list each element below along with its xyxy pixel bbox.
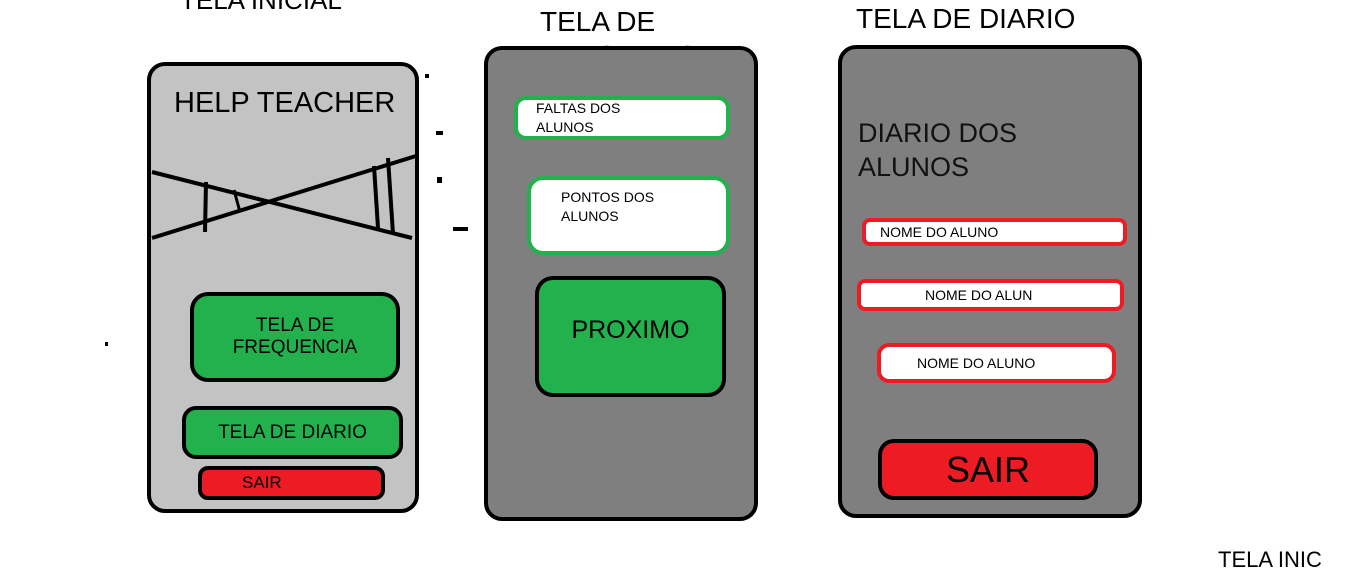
sair-button-diario-label: SAIR bbox=[945, 448, 1031, 490]
tela-diario-button-label: TELA DE DIARIO bbox=[218, 421, 367, 443]
stray-mark bbox=[425, 74, 429, 78]
label-tela-inicial-cut: TELA INIC bbox=[1218, 547, 1322, 572]
label-tela-diario: TELA DE DIARIO bbox=[856, 3, 1076, 34]
nome-aluno-field-2-label: NOME DO ALUN bbox=[925, 287, 1033, 303]
logo-sketch bbox=[151, 154, 417, 240]
pontos-field-label: PONTOS DOS ALUNOS bbox=[561, 189, 655, 224]
proximo-button-label: PROXIMO bbox=[571, 316, 690, 344]
sair-button-inicial[interactable]: SAIR bbox=[198, 466, 385, 500]
faltas-field[interactable]: FALTAS DOS ALUNOS bbox=[514, 96, 730, 140]
nome-aluno-field-1-label: NOME DO ALUNO bbox=[880, 224, 999, 240]
sair-button-diario[interactable]: SAIR bbox=[878, 439, 1098, 500]
tela-diario-button[interactable]: TELA DE DIARIO bbox=[182, 406, 403, 459]
sair-button-inicial-label: SAIR bbox=[242, 473, 282, 492]
nome-aluno-field-2[interactable]: NOME DO ALUN bbox=[857, 279, 1124, 311]
nome-aluno-field-3[interactable]: NOME DO ALUNO bbox=[877, 343, 1116, 383]
tela-frequencia-button-label: TELA DE FREQUENCIA bbox=[232, 315, 358, 358]
app-title: HELP TEACHER bbox=[174, 87, 396, 119]
stray-mark bbox=[437, 177, 442, 183]
nome-aluno-field-1[interactable]: NOME DO ALUNO bbox=[862, 218, 1127, 246]
stray-mark bbox=[436, 131, 443, 135]
pontos-field[interactable]: PONTOS DOS ALUNOS bbox=[527, 176, 730, 255]
nome-aluno-field-3-label: NOME DO ALUNO bbox=[917, 355, 1036, 371]
label-tela-inicial: TELA INICIAL bbox=[180, 0, 342, 15]
stray-mark bbox=[105, 342, 108, 346]
faltas-field-label: FALTAS DOS ALUNOS bbox=[536, 100, 621, 135]
proximo-button[interactable]: PROXIMO bbox=[535, 276, 726, 397]
diario-title: DIARIO DOS ALUNOS bbox=[858, 118, 1018, 182]
stray-mark bbox=[453, 227, 468, 231]
tela-frequencia-button[interactable]: TELA DE FREQUENCIA bbox=[190, 292, 400, 382]
